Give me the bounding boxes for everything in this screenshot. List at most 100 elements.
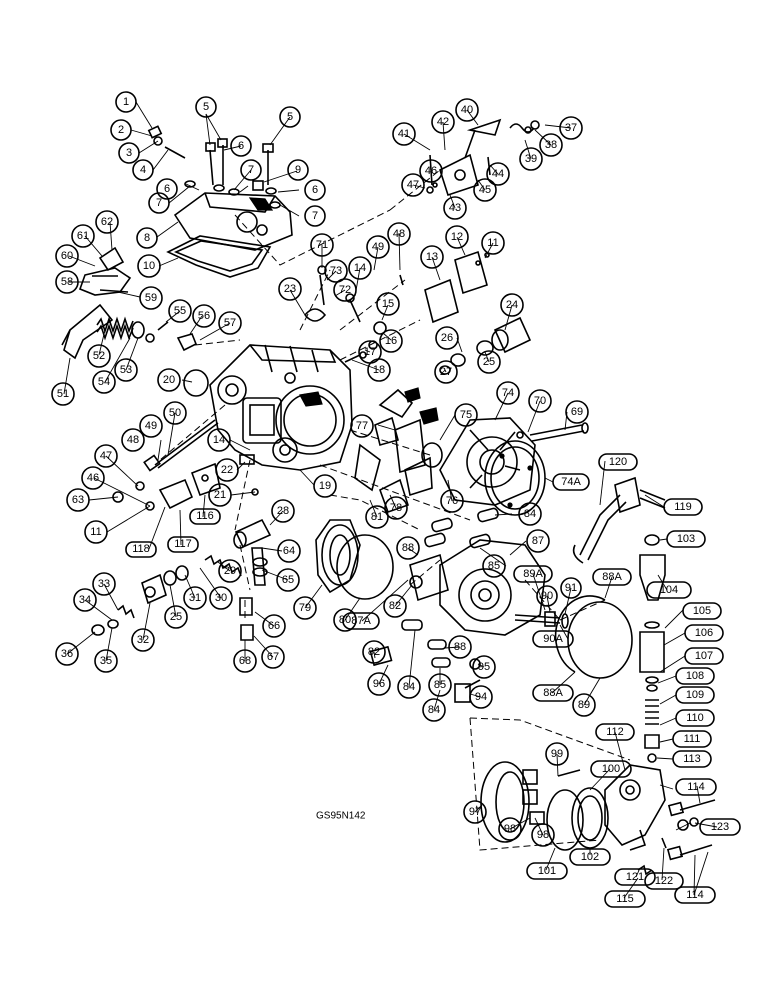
fuel-hose-part (572, 476, 666, 564)
callout: 114 (675, 778, 717, 796)
callout: 122 (644, 872, 684, 890)
svg-text:26: 26 (441, 332, 453, 344)
hydraulic-head-part (315, 519, 361, 594)
callout: 49 (139, 414, 163, 438)
svg-text:104: 104 (660, 584, 678, 596)
callout: 104 (646, 581, 692, 599)
callout: 110 (675, 709, 715, 727)
svg-text:41: 41 (398, 128, 410, 140)
svg-text:4: 4 (140, 164, 146, 176)
svg-text:120: 120 (609, 456, 627, 468)
leader-lines (63, 101, 718, 899)
svg-text:114: 114 (686, 889, 704, 901)
callout: 117 (167, 536, 199, 553)
svg-text:48: 48 (127, 434, 139, 446)
callout: 82 (362, 640, 386, 664)
callout: 60 (55, 244, 79, 268)
callout: 103 (666, 530, 706, 548)
end-cover-part (604, 764, 666, 851)
svg-text:13: 13 (426, 251, 438, 263)
svg-text:118: 118 (132, 543, 150, 555)
svg-text:91: 91 (565, 582, 577, 594)
callout: 26 (435, 326, 459, 350)
callout: 3 (118, 142, 140, 164)
svg-text:7: 7 (312, 210, 318, 222)
callout: 87 (526, 529, 550, 553)
callout: 84 (397, 675, 421, 699)
svg-text:46: 46 (425, 165, 437, 177)
callout: 97 (463, 800, 487, 824)
callout: 89 (572, 693, 596, 717)
callout: 38 (539, 133, 563, 157)
callout: 41 (392, 122, 416, 146)
svg-text:108: 108 (686, 670, 704, 682)
svg-text:58: 58 (61, 276, 73, 288)
rollers-part (369, 507, 499, 668)
callout: 47 (401, 173, 425, 197)
svg-text:51: 51 (57, 388, 69, 400)
callout: 6 (230, 135, 252, 157)
svg-text:17: 17 (364, 346, 376, 358)
svg-text:14: 14 (213, 434, 225, 446)
callout: 111 (672, 730, 712, 748)
svg-text:49: 49 (372, 241, 384, 253)
callout: 96 (367, 672, 391, 696)
callout: 40 (455, 98, 479, 122)
callout: 25 (477, 350, 501, 374)
svg-text:2: 2 (118, 124, 124, 136)
callout: 42 (431, 110, 455, 134)
callout: 53 (114, 358, 138, 382)
callout: 11 (84, 520, 108, 544)
callout: 31 (183, 586, 207, 610)
svg-text:99: 99 (551, 748, 563, 760)
svg-text:89: 89 (578, 699, 590, 711)
callout: 99 (545, 742, 569, 766)
callout: 80 (333, 608, 357, 632)
svg-text:45: 45 (479, 184, 491, 196)
svg-text:117: 117 (174, 538, 192, 550)
svg-text:87: 87 (532, 535, 544, 547)
svg-text:64: 64 (283, 545, 295, 557)
callout: 115 (604, 890, 646, 908)
callout: 34 (73, 588, 97, 612)
callout: 46 (419, 159, 443, 183)
svg-text:79: 79 (299, 602, 311, 614)
svg-text:114: 114 (687, 781, 705, 793)
svg-text:57: 57 (224, 317, 236, 329)
svg-text:23: 23 (284, 283, 296, 295)
callout: 24 (500, 293, 524, 317)
callout: 89A (513, 565, 553, 583)
svg-text:107: 107 (695, 650, 713, 662)
callout: 57 (218, 311, 242, 335)
svg-text:60: 60 (61, 250, 73, 262)
svg-text:54: 54 (98, 376, 110, 388)
distributor-rotor-part (409, 539, 546, 636)
callout: 44 (486, 162, 510, 186)
callout: 7 (148, 192, 170, 214)
callout: 91 (560, 577, 582, 599)
svg-text:9: 9 (295, 164, 301, 176)
callout: 13 (420, 245, 444, 269)
svg-text:94: 94 (475, 691, 487, 703)
callout: 95 (472, 655, 496, 679)
svg-text:105: 105 (693, 605, 711, 617)
reference-code: GS95N142 (316, 811, 366, 822)
callout: 108 (675, 667, 715, 685)
svg-text:59: 59 (145, 292, 157, 304)
svg-text:69: 69 (571, 406, 583, 418)
callout: 71 (310, 233, 334, 257)
callout: 75 (454, 403, 478, 427)
svg-text:70: 70 (534, 395, 546, 407)
callout: 72 (333, 278, 357, 302)
callout: 2 (110, 119, 132, 141)
callout: 6 (156, 178, 178, 200)
callout: 73 (324, 259, 348, 283)
callout: 105 (682, 602, 722, 620)
svg-text:74A: 74A (561, 476, 581, 488)
callout: 118 (125, 541, 157, 558)
svg-text:6: 6 (164, 183, 170, 195)
callout: 88 (448, 635, 472, 659)
svg-text:90A: 90A (543, 633, 563, 645)
callout: 7 (304, 205, 326, 227)
